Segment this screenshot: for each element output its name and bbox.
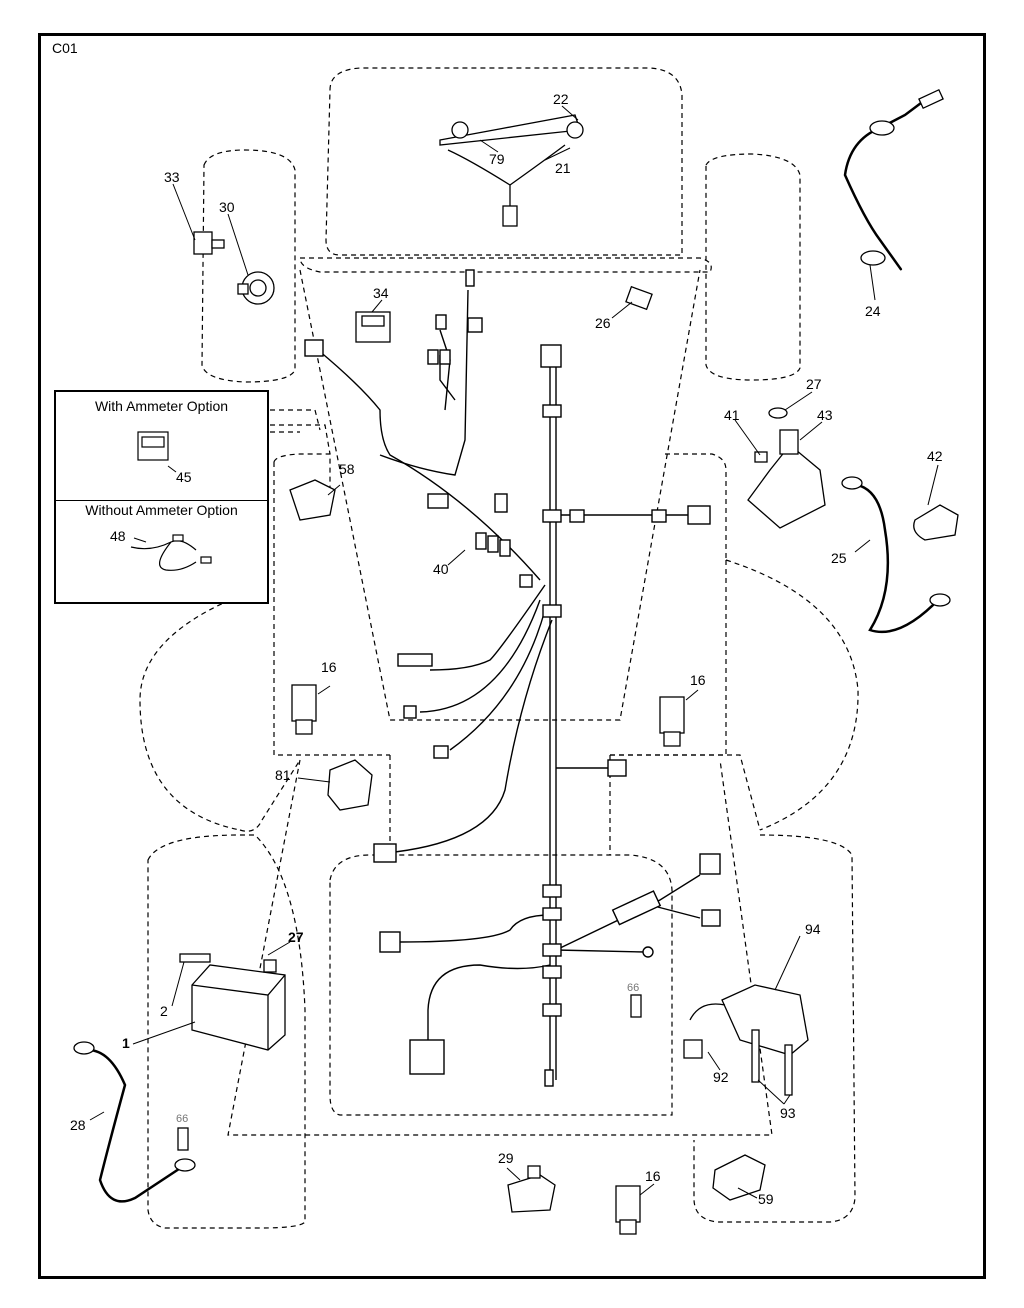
page-code: C01 xyxy=(52,40,78,56)
without-ammeter-heading: Without Ammeter Option xyxy=(85,502,238,518)
harness-connectors xyxy=(304,269,721,1087)
relay-16-left-part xyxy=(291,684,317,735)
inset-drawings xyxy=(130,431,212,571)
callout-43: 43 xyxy=(817,407,833,423)
callout-25: 25 xyxy=(831,550,847,566)
inset-callout-48: 48 xyxy=(110,528,126,544)
jumper-wire-part xyxy=(130,534,212,571)
callout-27-top: 27 xyxy=(806,376,822,392)
callout-40: 40 xyxy=(433,561,449,577)
callout-24: 24 xyxy=(865,303,881,319)
ammeter-option-inset: With Ammeter Option 45 Without Ammeter O… xyxy=(54,390,269,604)
callout-92: 92 xyxy=(713,1069,729,1085)
callout-66-upper: 66 xyxy=(627,982,639,994)
callout-22: 22 xyxy=(553,91,569,107)
wiring-harness xyxy=(317,289,701,1080)
callout-33: 33 xyxy=(164,169,180,185)
bolts-93-part xyxy=(751,1029,793,1096)
tractor-outline xyxy=(139,67,859,1229)
headlight-harness-part xyxy=(439,114,584,227)
callouts: 22 79 21 33 30 24 34 26 27 41 43 42 58 4… xyxy=(70,91,943,1207)
callout-28: 28 xyxy=(70,1117,86,1133)
ignition-switch-part xyxy=(237,271,275,305)
callout-1: 1 xyxy=(122,1035,130,1051)
callout-2: 2 xyxy=(160,1003,168,1019)
callout-16-left: 16 xyxy=(321,659,337,675)
callout-26: 26 xyxy=(595,315,611,331)
callout-59: 59 xyxy=(758,1191,774,1207)
callout-29: 29 xyxy=(498,1150,514,1166)
inset-divider xyxy=(56,500,267,501)
battery-cable-28 xyxy=(73,1041,196,1203)
terminal-boot-42-part xyxy=(913,504,959,541)
switch-34-part xyxy=(355,311,391,343)
part-58 xyxy=(289,479,336,521)
part-29 xyxy=(507,1165,556,1213)
parts xyxy=(73,88,959,1235)
ignition-key-part xyxy=(193,231,225,255)
inset-callout-45: 45 xyxy=(176,469,192,485)
module-94-part xyxy=(683,984,809,1059)
screw-66-a-part xyxy=(630,994,642,1018)
part-59 xyxy=(712,1154,766,1201)
leader-lines xyxy=(89,105,939,1199)
with-ammeter-heading: With Ammeter Option xyxy=(94,398,229,414)
solenoid-assembly-part xyxy=(747,407,826,529)
ammeter-part xyxy=(137,431,169,461)
battery-cable-24 xyxy=(843,88,944,271)
callout-66-lower: 66 xyxy=(176,1113,188,1125)
fuse-26-part xyxy=(625,285,653,311)
callout-94: 94 xyxy=(805,921,821,937)
relay-16-right-part xyxy=(659,696,685,747)
callout-30: 30 xyxy=(219,199,235,215)
callout-16-bottom: 16 xyxy=(645,1168,661,1184)
callout-42: 42 xyxy=(927,448,943,464)
callout-27-battery: 27 xyxy=(288,929,304,945)
callout-16-right: 16 xyxy=(690,672,706,688)
relay-81-part xyxy=(327,759,373,811)
callout-93: 93 xyxy=(780,1105,796,1121)
callout-81: 81 xyxy=(275,767,291,783)
callout-58: 58 xyxy=(339,461,355,477)
callout-41: 41 xyxy=(724,407,740,423)
screw-66-b-part xyxy=(177,1127,189,1151)
diagram-frame xyxy=(38,33,986,1279)
battery-part xyxy=(179,953,286,1051)
callout-21: 21 xyxy=(555,160,571,176)
callout-34: 34 xyxy=(373,285,389,301)
callout-79: 79 xyxy=(489,151,505,167)
battery-cable-25 xyxy=(841,476,951,634)
relay-16-bottom-part xyxy=(615,1185,641,1235)
